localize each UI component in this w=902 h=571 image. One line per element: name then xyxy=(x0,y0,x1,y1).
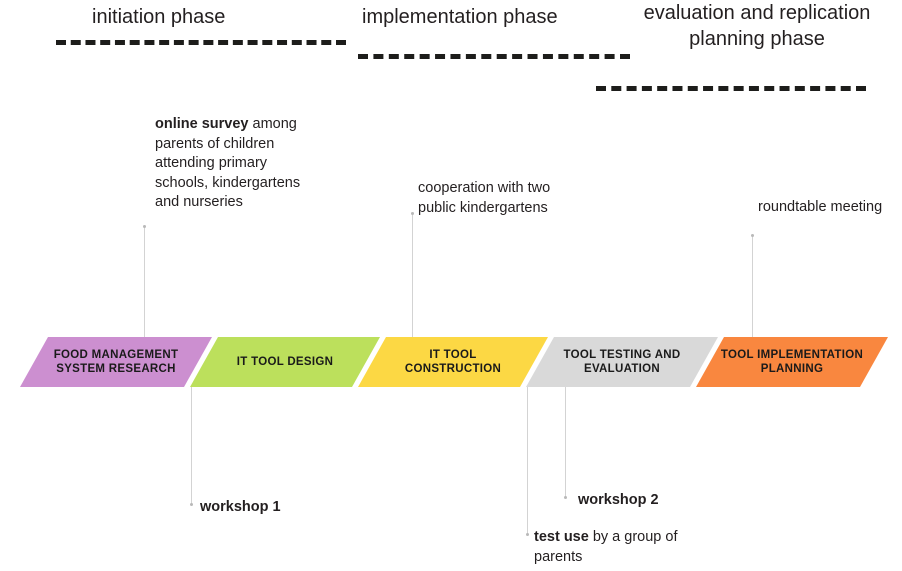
connector-online-survey xyxy=(144,227,145,337)
phase-label-evaluation-replication-planning: evaluation and replication planning phas… xyxy=(643,2,871,50)
stage-shape-3 xyxy=(526,337,718,387)
stage-tool-testing-and-evaluation[interactable]: TOOL TESTING AND EVALUATION xyxy=(526,337,718,387)
phase-dash-evaluation-replication-planning xyxy=(596,86,866,91)
stage-it-tool-design[interactable]: IT TOOL DESIGN xyxy=(190,337,380,387)
annotation-cooperation-kindergartens-rest: cooperation with two public kindergarten… xyxy=(418,180,551,216)
stage-label-3: TOOL TESTING AND EVALUATION xyxy=(563,349,681,375)
annotation-online-survey: online survey among parents of children … xyxy=(155,115,320,213)
connector-cooperation-kindergartens xyxy=(412,214,413,337)
stage-it-tool-construction[interactable]: IT TOOL CONSTRUCTION xyxy=(358,337,548,387)
phase-label-implementation: implementation phase xyxy=(362,6,558,28)
stage-shape-0 xyxy=(20,337,212,387)
stage-label-4: TOOL IMPLEMENTATION PLANNING xyxy=(720,349,864,375)
stage-tool-implementation-planning[interactable]: TOOL IMPLEMENTATION PLANNING xyxy=(696,337,888,387)
phase-dash-initiation xyxy=(56,40,346,45)
stage-label-2: IT TOOL CONSTRUCTION xyxy=(404,349,502,375)
annotation-test-use: test use by a group of parents xyxy=(534,528,714,567)
annotation-workshop-2: workshop 2 xyxy=(578,491,748,511)
annotation-workshop-2-bold: workshop 2 xyxy=(578,492,659,508)
connector-dot-online-survey xyxy=(143,225,146,228)
annotation-test-use-bold: test use xyxy=(534,529,589,545)
stage-shape-2 xyxy=(358,337,548,387)
connector-workshop-2 xyxy=(565,387,566,498)
annotation-workshop-1: workshop 1 xyxy=(200,498,370,518)
connector-test-use xyxy=(527,387,528,535)
phase-dash-implementation xyxy=(358,54,630,59)
connector-dot-cooperation-kindergartens xyxy=(411,212,414,215)
stage-label-0: FOOD MANAGEMENT SYSTEM RESEARCH xyxy=(53,349,179,375)
phase-label-initiation: initiation phase xyxy=(92,6,226,28)
annotation-test-use-rest: by a group of parents xyxy=(534,529,678,565)
annotation-online-survey-rest: among parents of children attending prim… xyxy=(155,116,301,210)
connector-dot-roundtable-meeting xyxy=(751,234,754,237)
connector-workshop-1 xyxy=(191,387,192,505)
annotation-roundtable-meeting-rest: roundtable meeting xyxy=(758,199,883,215)
connector-roundtable-meeting xyxy=(752,236,753,337)
annotation-cooperation-kindergartens: cooperation with two public kindergarten… xyxy=(418,179,588,218)
annotation-roundtable-meeting: roundtable meeting xyxy=(758,198,898,218)
stage-food-management-system-research[interactable]: FOOD MANAGEMENT SYSTEM RESEARCH xyxy=(20,337,212,387)
annotation-workshop-1-bold: workshop 1 xyxy=(200,499,281,515)
connector-dot-test-use xyxy=(526,533,529,536)
stage-label-1: IT TOOL DESIGN xyxy=(236,356,334,368)
connector-dot-workshop-1 xyxy=(190,503,193,506)
stage-shape-1 xyxy=(190,337,380,387)
connector-dot-workshop-2 xyxy=(564,496,567,499)
annotation-online-survey-bold: online survey xyxy=(155,116,249,132)
stage-shape-4 xyxy=(696,337,888,387)
stage-bar: FOOD MANAGEMENT SYSTEM RESEARCH IT TOOL … xyxy=(0,337,902,387)
